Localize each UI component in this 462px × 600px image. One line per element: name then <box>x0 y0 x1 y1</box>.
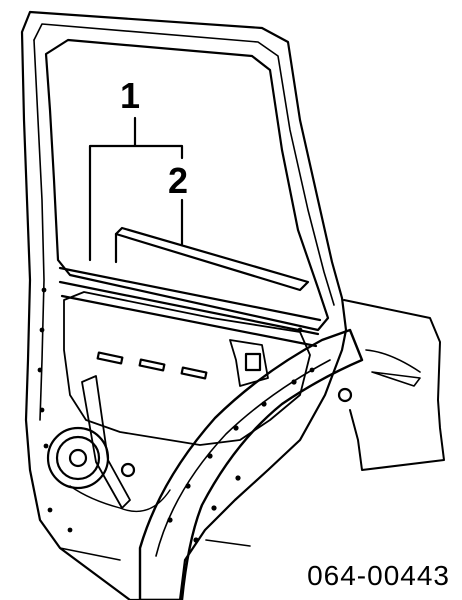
wheel-arch <box>138 328 364 600</box>
panel-opening-3 <box>180 366 208 380</box>
latch-bracket <box>229 339 269 387</box>
part-number-label: 064-00443 <box>307 560 450 591</box>
panel-opening-1 <box>96 351 124 365</box>
belt-channel <box>58 266 322 348</box>
door-frame-outer <box>20 10 348 600</box>
frame-inner-edge <box>33 23 335 306</box>
speaker-ring-inner <box>55 435 101 481</box>
panel-opening-2 <box>138 358 166 372</box>
arch-rivets <box>167 379 297 543</box>
quarter-panel <box>343 299 445 471</box>
callout-number-2: 2 <box>168 160 189 201</box>
regulator-arm <box>81 375 131 509</box>
callout-1-leader <box>88 116 184 262</box>
window-opening <box>44 38 330 332</box>
callout-number-1: 1 <box>120 75 141 116</box>
regulator-pivot <box>120 462 136 478</box>
window-glass <box>114 226 310 292</box>
quarter-panel-fastener <box>337 387 353 403</box>
latch-box <box>244 352 262 372</box>
frame-left-edge <box>33 39 45 421</box>
frame-holes <box>37 287 315 533</box>
door-bottom-edge <box>59 539 251 561</box>
speaker-center <box>68 448 88 468</box>
quarter-panel-trim <box>365 349 421 387</box>
